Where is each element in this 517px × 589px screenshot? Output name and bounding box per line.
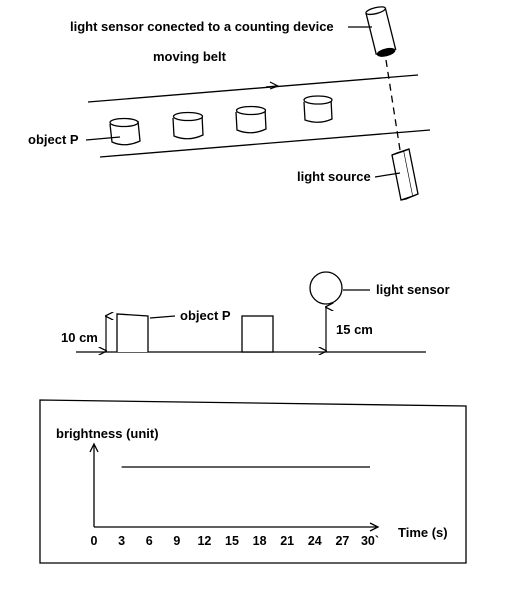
top-diagram: light sensor conected to a counting devi… [28,6,431,201]
light-source-device [391,148,419,201]
side-object-leader [149,315,176,319]
side-sensor-caption: light sensor [376,282,450,297]
x-tick-label: 27 [335,534,349,548]
x-tick-labels: 0 3 6 9 12 15 18 21 24 27 30` [91,534,380,548]
graph-panel: brightness (unit) Time (s) 0 3 6 9 12 15 18 21 2… [39,399,467,564]
belt-bottom-edge [99,129,431,158]
object-p-cylinder [109,117,141,146]
graph-x-label: Time (s) [398,525,448,540]
sensor-caption: light sensor conected to a counting devi… [70,19,334,34]
source-caption-leader [374,172,401,178]
side-object-p [116,313,149,352]
y-axis-arrow-icon [89,442,99,453]
belt-caption: moving belt [153,49,227,64]
belt-cylinder [303,95,333,123]
x-tick-label: 0 [91,534,98,548]
x-tick-label: 21 [280,534,294,548]
side-light-sensor [309,271,343,305]
side-object-caption: object P [180,308,231,323]
graph-y-label: brightness (unit) [56,426,159,441]
light-sensor-device [365,6,397,57]
object-height-caption: 10 cm [61,330,98,345]
side-object [241,315,274,353]
x-tick-label: 12 [197,534,211,548]
sensor-height-caption: 15 cm [336,322,373,337]
object-caption: object P [28,132,79,147]
belt-direction-arrow-icon [265,81,280,90]
x-tick-label: 6 [146,534,153,548]
x-axis-arrow-icon [369,522,380,532]
x-tick-label: 15 [225,534,239,548]
light-beam [385,59,401,151]
x-tick-label: 24 [308,534,322,548]
belt-top-edge [87,74,419,103]
object-caption-leader [85,136,121,141]
x-tick-label: 3 [118,534,125,548]
x-tick-label: 9 [173,534,180,548]
x-tick-label: 30` [361,534,379,548]
belt-cylinder [235,105,267,134]
belt-cylinder [172,111,204,140]
x-tick-label: 18 [253,534,267,548]
graph-frame [39,399,467,564]
source-caption: light source [297,169,371,184]
side-view-diagram: object P 10 cm light sensor 15 cm [61,271,450,353]
